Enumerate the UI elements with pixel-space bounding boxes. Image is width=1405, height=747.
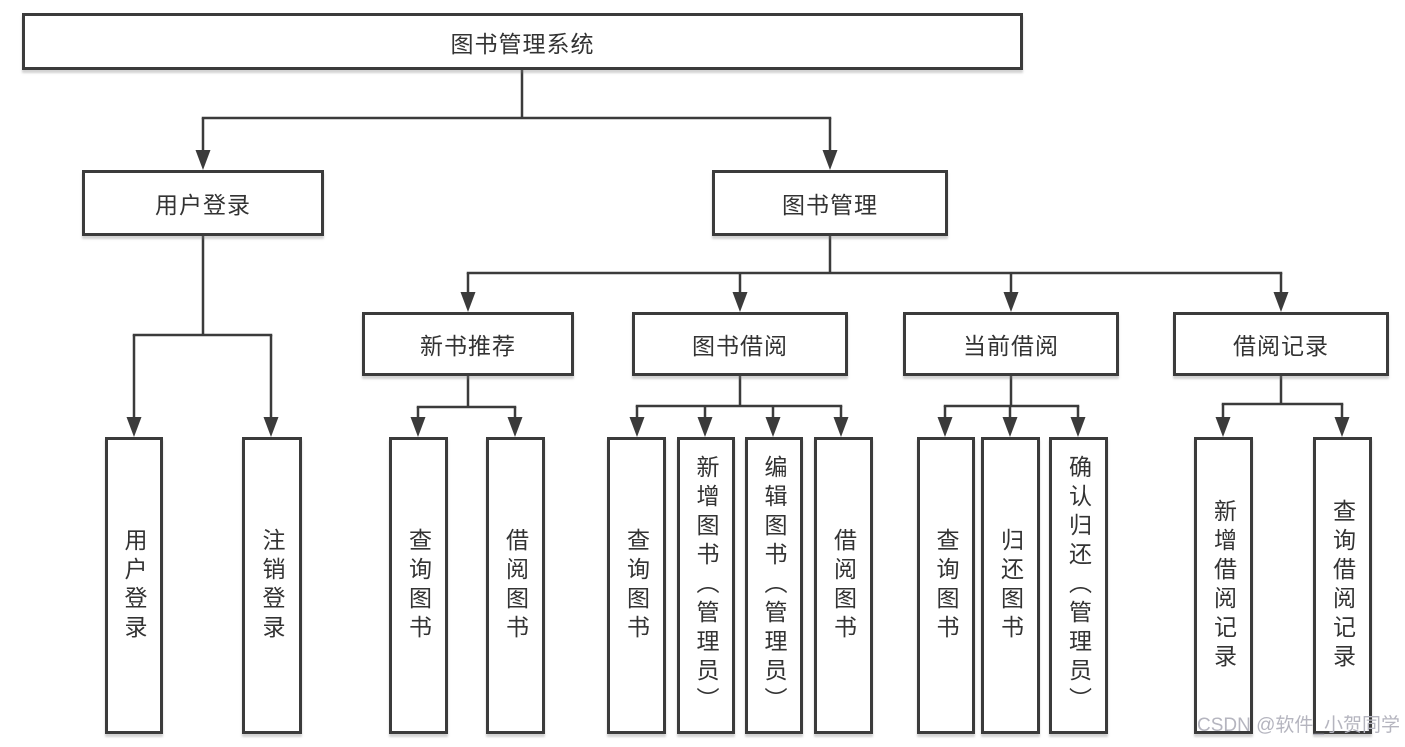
leaf-query-borrow-record: 查询借阅记录 xyxy=(1313,437,1372,734)
connector-segments xyxy=(132,70,1344,419)
watermark: CSDN @软件_小贺同学 xyxy=(1197,715,1400,736)
leaf-user-login: 用户登录 xyxy=(105,437,163,734)
leaf-borrow-books-recommend: 借阅图书 xyxy=(486,437,545,734)
node-library-management-system: 图书管理系统 xyxy=(22,13,1023,70)
leaf-query-books-borrowing: 查询图书 xyxy=(607,437,666,734)
leaf-query-books-recommend: 查询图书 xyxy=(389,437,448,734)
node-new-book-recommendation: 新书推荐 xyxy=(362,312,574,376)
leaf-add-books-admin: 新增图书（管理员） xyxy=(677,437,735,734)
leaf-logout: 注销登录 xyxy=(242,437,302,734)
node-user-login: 用户登录 xyxy=(82,170,324,236)
leaf-return-books: 归还图书 xyxy=(981,437,1040,734)
leaf-edit-books-admin: 编辑图书（管理员） xyxy=(745,437,803,734)
leaf-confirm-return-admin: 确认归还（管理员） xyxy=(1049,437,1108,734)
leaf-query-books-current: 查询图书 xyxy=(917,437,975,734)
node-borrowing-records: 借阅记录 xyxy=(1173,312,1389,376)
leaf-borrow-books-borrowing: 借阅图书 xyxy=(814,437,873,734)
node-book-borrowing: 图书借阅 xyxy=(632,312,848,376)
node-book-management: 图书管理 xyxy=(712,170,948,236)
leaf-add-borrow-record: 新增借阅记录 xyxy=(1194,437,1253,734)
arrowhead-icons xyxy=(126,150,1350,437)
node-current-borrowing: 当前借阅 xyxy=(903,312,1119,376)
